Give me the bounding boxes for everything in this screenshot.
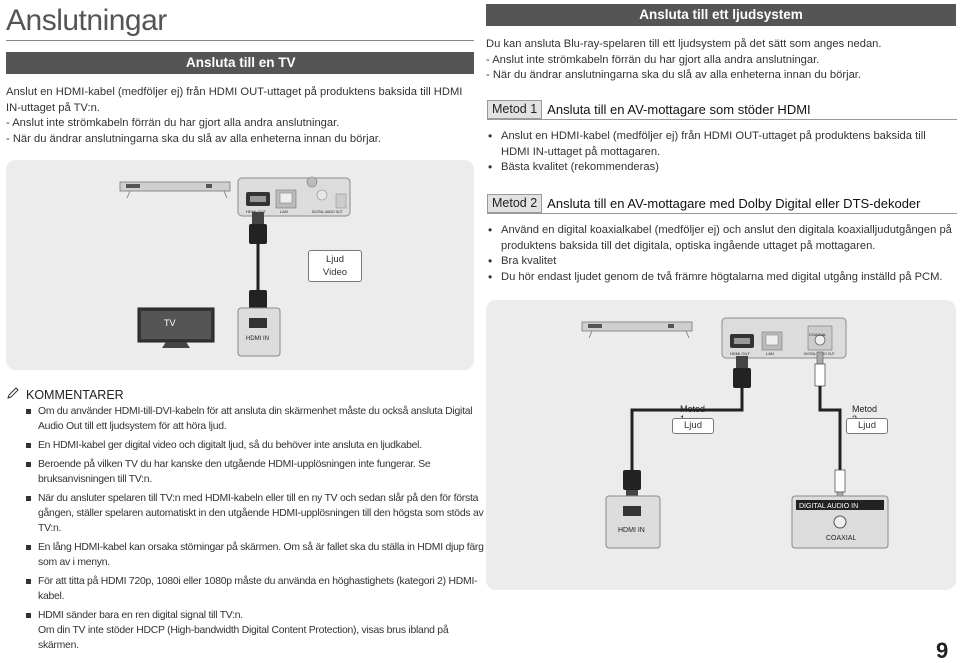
- method1-divider: [487, 119, 957, 120]
- player-hdmi-port-label: HDMI OUT: [730, 351, 750, 356]
- audio-connection-diagram: COAXIAL HDMI OUT LAN DIGITAL AUDIO OUT H…: [486, 300, 956, 590]
- notes-heading: KOMMENTARER: [6, 386, 124, 403]
- page-title: Anslutningar: [6, 4, 167, 37]
- player-back-panel: HDMI OUT LAN DIGITAL AUDIO OUT: [237, 176, 351, 217]
- audio-dash-item: - När du ändrar anslutningarna ska du sl…: [486, 69, 862, 81]
- tv-hdmi-in-label: HDMI IN: [246, 336, 269, 342]
- method2-bullets: Använd en digital koaxialkabel (medfölje…: [487, 223, 957, 285]
- list-item: En lång HDMI-kabel kan orsaka störningar…: [26, 540, 486, 570]
- audio-video-signal-box: Ljud Video: [308, 250, 362, 282]
- tv-intro-text: Anslut en HDMI-kabel (medföljer ej) från…: [6, 86, 463, 114]
- tv-dash-item: - Anslut inte strömkabeln förrän du har …: [6, 117, 340, 129]
- player-device-icon: [119, 181, 231, 199]
- list-item: När du ansluter spelaren till TV:n med H…: [26, 491, 486, 536]
- receiver-digital-in-label: DIGITAL AUDIO IN: [799, 503, 858, 510]
- method2-tag: Metod 2: [487, 193, 543, 213]
- signal-label-audio: Ljud: [326, 254, 344, 265]
- list-item: Använd en digital koaxialkabel (medfölje…: [487, 223, 957, 254]
- method1-audio-box: Ljud: [672, 418, 714, 434]
- signal-label-video: Video: [322, 267, 348, 278]
- receiver-hdmi-panel: HDMI IN: [605, 495, 661, 549]
- player-lan-port-label: LAN: [280, 209, 288, 214]
- player-lan-port-label: LAN: [766, 351, 774, 356]
- tv-back-panel: HDMI IN: [237, 307, 281, 357]
- player-hdmi-port-label: HDMI OUT: [246, 209, 266, 214]
- list-item: Du hör endast ljudet genom de två främre…: [487, 270, 957, 286]
- tv-connection-diagram: HDMI OUT LAN DIGITAL AUDIO OUT TV HDMI I…: [6, 160, 474, 370]
- coaxial-cable-icon: [814, 351, 846, 501]
- method1-tag: Metod 1: [487, 99, 543, 119]
- method1-heading: Metod 1 Ansluta till en AV-mottagare som…: [487, 99, 957, 119]
- list-item: Om du använder HDMI-till-DVI-kabeln för …: [26, 404, 486, 434]
- tv-diagram-art: HDMI OUT LAN DIGITAL AUDIO OUT TV HDMI I…: [119, 176, 351, 357]
- audio-section-banner: Ansluta till ett ljudsystem: [486, 4, 956, 26]
- receiver-digital-panel: DIGITAL AUDIO IN COAXIAL: [791, 495, 889, 549]
- list-item: En HDMI-kabel ger digital video och digi…: [26, 438, 486, 453]
- list-item: HDMI sänder bara en ren digital signal t…: [26, 608, 486, 653]
- notes-heading-text: KOMMENTARER: [26, 387, 124, 402]
- audio-diagram-art: COAXIAL HDMI OUT LAN DIGITAL AUDIO OUT H…: [581, 317, 889, 549]
- method2-heading: Metod 2 Ansluta till en AV-mottagare med…: [487, 193, 957, 213]
- tv-section-intro: Anslut en HDMI-kabel (medföljer ej) från…: [6, 85, 472, 147]
- audio-section-intro: Du kan ansluta Blu-ray-spelaren till ett…: [486, 37, 956, 84]
- player-back-panel: COAXIAL HDMI OUT LAN DIGITAL AUDIO OUT: [721, 317, 847, 359]
- method2-title: Ansluta till en AV-mottagare med Dolby D…: [547, 195, 921, 211]
- audio-dash-item: - Anslut inte strömkabeln förrän du har …: [486, 53, 820, 66]
- receiver-coaxial-label: COAXIAL: [826, 535, 856, 542]
- method1-bullets: Anslut en HDMI-kabel (medföljer ej) från…: [487, 129, 957, 176]
- method2-audio-box: Ljud: [846, 418, 888, 434]
- tv-dash-item: - När du ändrar anslutningarna ska du sl…: [6, 132, 382, 145]
- audio-intro-text: Du kan ansluta Blu-ray-spelaren till ett…: [486, 38, 882, 50]
- page-number: 9: [936, 638, 949, 663]
- list-item: Bra kvalitet: [487, 254, 957, 270]
- method1-title: Ansluta till en AV-mottagare som stöder …: [547, 101, 811, 117]
- player-coaxial-label: COAXIAL: [809, 332, 827, 337]
- pencil-icon: [6, 386, 20, 403]
- hdmi-cable-icon: [623, 356, 751, 500]
- player-device-icon: [581, 321, 693, 339]
- title-divider: [6, 40, 474, 41]
- list-item: Anslut en HDMI-kabel (medföljer ej) från…: [487, 129, 957, 160]
- tv-label: TV: [164, 318, 176, 328]
- list-item: För att titta på HDMI 720p, 1080i eller …: [26, 574, 486, 604]
- method2-divider: [487, 213, 957, 214]
- list-item: Beroende på vilken TV du har kanske den …: [26, 457, 486, 487]
- receiver-hdmi-in-label: HDMI IN: [618, 527, 645, 534]
- player-digital-port-label: DIGITAL AUDIO OUT: [312, 210, 343, 214]
- list-item: Bästa kvalitet (rekommenderas): [487, 160, 957, 176]
- hdmi-cable-icon: [249, 212, 267, 320]
- notes-list: Om du använder HDMI-till-DVI-kabeln för …: [26, 404, 486, 657]
- tv-section-banner: Ansluta till en TV: [6, 52, 474, 74]
- tv-device-icon: TV: [137, 307, 215, 348]
